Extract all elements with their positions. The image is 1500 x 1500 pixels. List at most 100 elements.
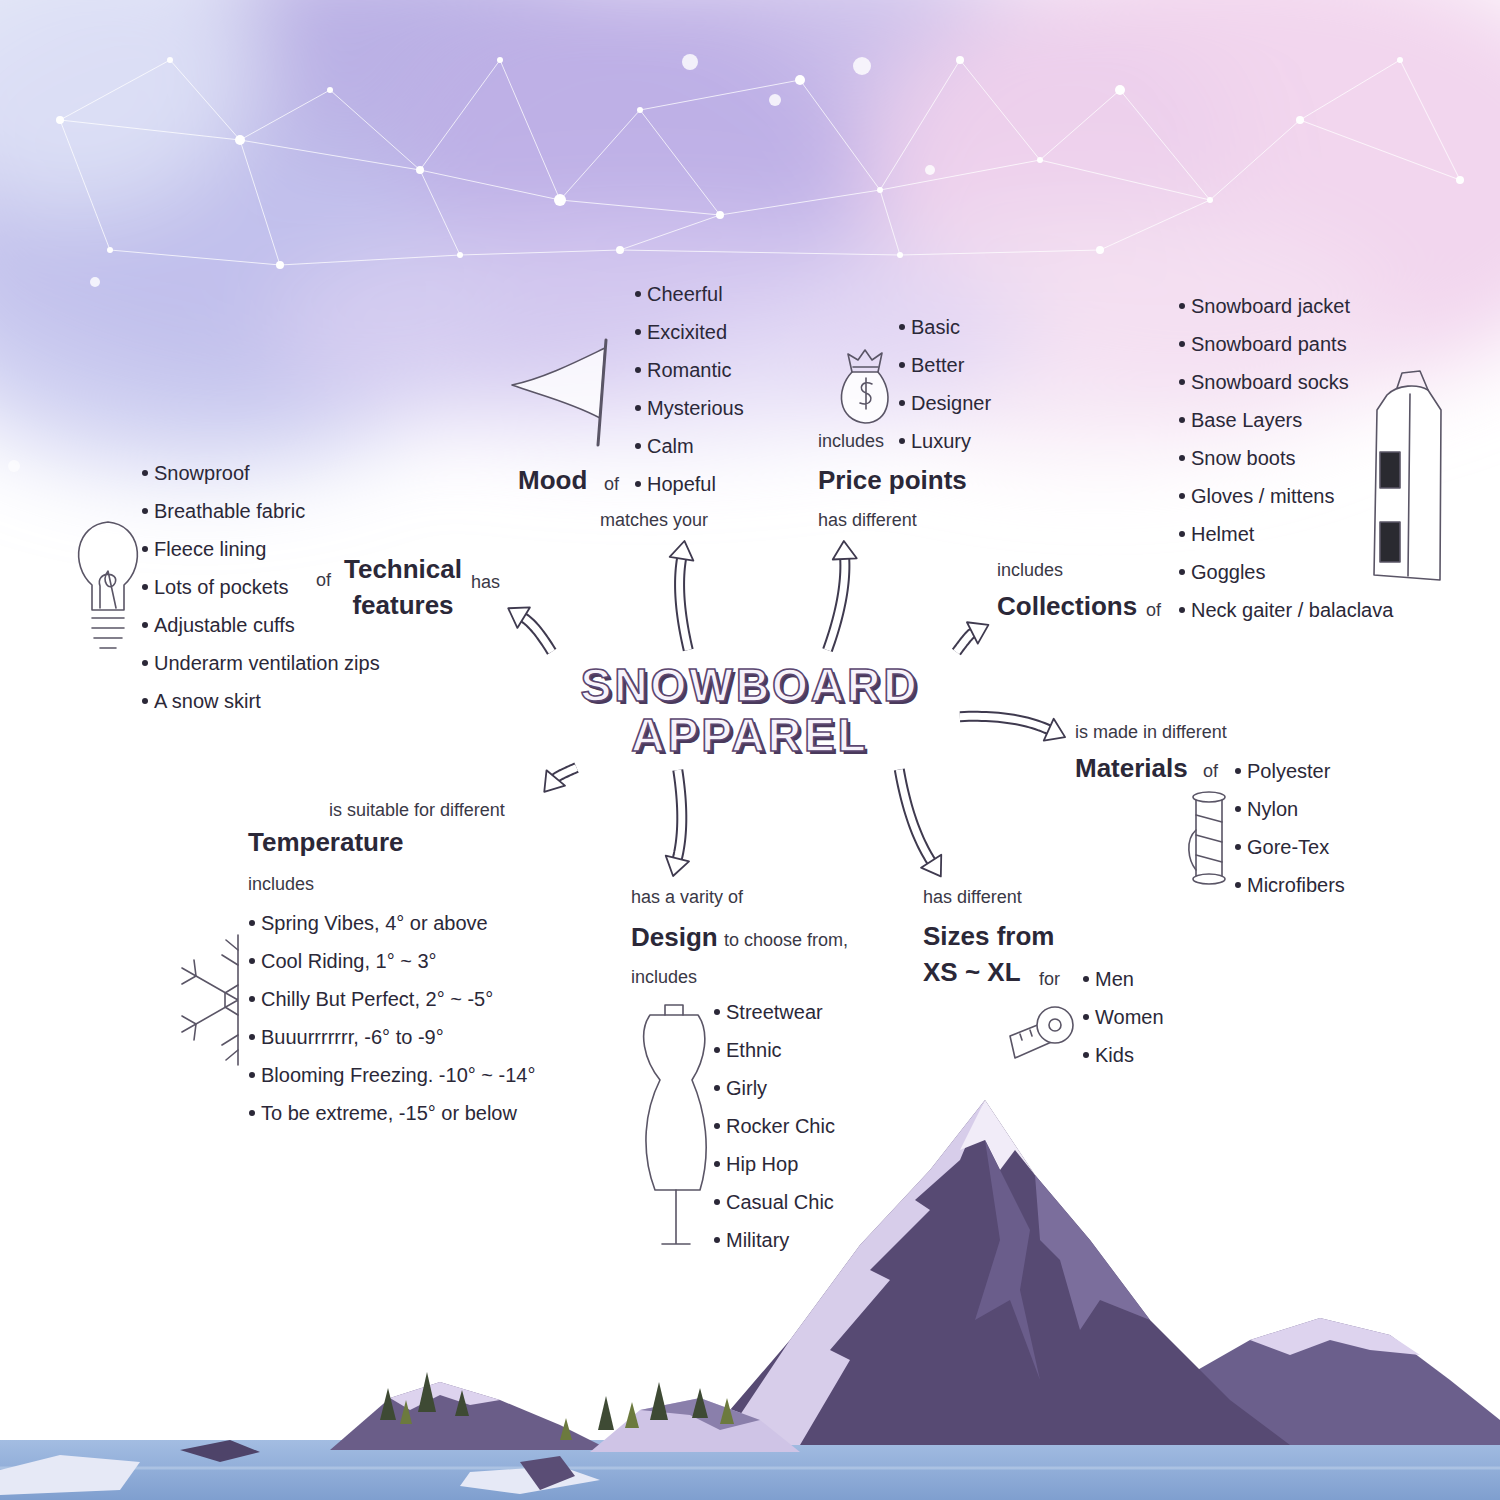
bullet-dot bbox=[714, 1237, 720, 1243]
arrow-shaft-outline bbox=[899, 770, 931, 862]
text-slot: Helmet bbox=[1191, 522, 1254, 546]
list-item: Luxury bbox=[911, 429, 971, 453]
connector-phrase: of bbox=[1146, 599, 1161, 621]
text-slot: of bbox=[604, 473, 619, 495]
constellation bbox=[60, 60, 1460, 265]
text-slot: Goggles bbox=[1191, 560, 1266, 584]
list-item: Hopeful bbox=[647, 472, 716, 496]
arrow-head bbox=[666, 856, 689, 876]
watercolor-sky bbox=[0, 0, 1500, 470]
bullet-dot bbox=[1179, 531, 1185, 537]
text-slot: Fleece lining bbox=[154, 537, 266, 561]
text-slot: Snowproof bbox=[154, 461, 250, 485]
bullet-dot bbox=[1235, 806, 1241, 812]
bullet-dot bbox=[1179, 417, 1185, 423]
list-item: Basic bbox=[911, 315, 960, 339]
arrow-shaft-outline bbox=[524, 618, 552, 652]
connector-phrase: includes bbox=[631, 966, 697, 988]
text-slot: Cheerful bbox=[647, 282, 723, 306]
bullet-dot bbox=[249, 958, 255, 964]
text-slot: Women bbox=[1095, 1005, 1164, 1029]
bullet-dot bbox=[1083, 1014, 1089, 1020]
branch-topic: includesCollectionsofSnowboard jacketSno… bbox=[993, 290, 1397, 628]
list-item: Casual Chic bbox=[726, 1190, 834, 1214]
text-slot: Snowboard socks bbox=[1191, 370, 1349, 394]
text-slot: has different bbox=[923, 886, 1022, 908]
bullet-dot bbox=[899, 400, 905, 406]
branch-topic: has differentPrice pointsincludesBasicBe… bbox=[814, 311, 995, 535]
topic-heading: Design bbox=[631, 919, 718, 955]
list-item: Men bbox=[1095, 967, 1134, 991]
bullet-dot bbox=[635, 329, 641, 335]
arrow-shaft-fill bbox=[677, 770, 681, 859]
connector-phrase: of bbox=[604, 473, 619, 495]
list-item: Ethnic bbox=[726, 1038, 782, 1062]
bullet-dot bbox=[142, 584, 148, 590]
connector-phrase: of bbox=[316, 569, 331, 591]
topic-heading: Materials bbox=[1075, 750, 1188, 786]
connector-arrow bbox=[827, 541, 856, 650]
bullet-dot bbox=[249, 1072, 255, 1078]
connector-phrase: has a varity of bbox=[631, 886, 743, 908]
text-slot: Excixited bbox=[647, 320, 727, 344]
text-slot: Romantic bbox=[647, 358, 731, 382]
bullet-dot bbox=[1235, 844, 1241, 850]
bullet-dot bbox=[142, 622, 148, 628]
money-bag-icon bbox=[841, 350, 888, 423]
list-item: Snowboard socks bbox=[1191, 370, 1349, 394]
bullet-dot bbox=[1083, 1052, 1089, 1058]
icons bbox=[79, 340, 1441, 1244]
tape-measure-icon bbox=[1010, 1007, 1073, 1058]
list-item: Fleece lining bbox=[154, 537, 266, 561]
text-slot: Men bbox=[1095, 967, 1134, 991]
list-item: Helmet bbox=[1191, 522, 1254, 546]
arrow-shaft-outline bbox=[556, 768, 577, 778]
text-slot: includes bbox=[818, 430, 884, 452]
bullet-dot bbox=[899, 324, 905, 330]
mountain-landscape bbox=[0, 1100, 1500, 1500]
text-slot: Microfibers bbox=[1247, 873, 1345, 897]
arrow-shaft-outline bbox=[677, 770, 681, 859]
star-dots bbox=[8, 54, 1464, 472]
list-item: Snowproof bbox=[154, 461, 250, 485]
bullet-dot bbox=[1179, 303, 1185, 309]
list-item: Adjustable cuffs bbox=[154, 613, 295, 637]
text-slot: of bbox=[1203, 760, 1218, 782]
text-slot: Design bbox=[631, 919, 718, 955]
branch-topic: is suitable for differentTemperatureincl… bbox=[244, 795, 539, 1129]
bullet-dot bbox=[1235, 882, 1241, 888]
bullet-dot bbox=[635, 443, 641, 449]
arrow-shaft-fill bbox=[956, 633, 972, 652]
text-slot: Adjustable cuffs bbox=[154, 613, 295, 637]
arrow-shaft-outline bbox=[956, 633, 972, 652]
connector-phrase: of bbox=[1203, 760, 1218, 782]
arrow-head bbox=[544, 770, 565, 792]
arrow-head bbox=[967, 622, 988, 643]
bullet-dot bbox=[1179, 341, 1185, 347]
connector-phrase: includes bbox=[248, 873, 314, 895]
list-item: To be extreme, -15° or below bbox=[261, 1101, 517, 1125]
connector-phrase: for bbox=[1039, 968, 1060, 990]
bullet-dot bbox=[899, 438, 905, 444]
arrow-shaft-outline bbox=[827, 559, 844, 650]
branch-topic: is made in differentMaterialsofPolyester… bbox=[1071, 717, 1349, 901]
branch-topic: has a varity ofDesignto choose from,incl… bbox=[627, 882, 852, 1256]
bullet-dot bbox=[1179, 607, 1185, 613]
text-slot: Hopeful bbox=[647, 472, 716, 496]
topic-heading: Collections bbox=[997, 588, 1137, 624]
topic-heading: Price points bbox=[818, 462, 967, 498]
bullet-dot bbox=[142, 698, 148, 704]
text-slot: of bbox=[1146, 599, 1161, 621]
list-item: Girly bbox=[726, 1076, 767, 1100]
list-item: Snowboard jacket bbox=[1191, 294, 1350, 318]
text-slot: Gore-Tex bbox=[1247, 835, 1329, 859]
text-slot: Chilly But Perfect, 2° ~ -5° bbox=[261, 987, 493, 1011]
bullet-dot bbox=[714, 1009, 720, 1015]
text-slot: Underarm ventilation zips bbox=[154, 651, 380, 675]
list-item: Goggles bbox=[1191, 560, 1266, 584]
list-item: Gloves / mittens bbox=[1191, 484, 1334, 508]
text-slot: Materials bbox=[1075, 750, 1188, 786]
text-slot: Collections bbox=[997, 588, 1137, 624]
arrow-head bbox=[670, 541, 694, 561]
text-slot: Technical features bbox=[338, 551, 468, 623]
